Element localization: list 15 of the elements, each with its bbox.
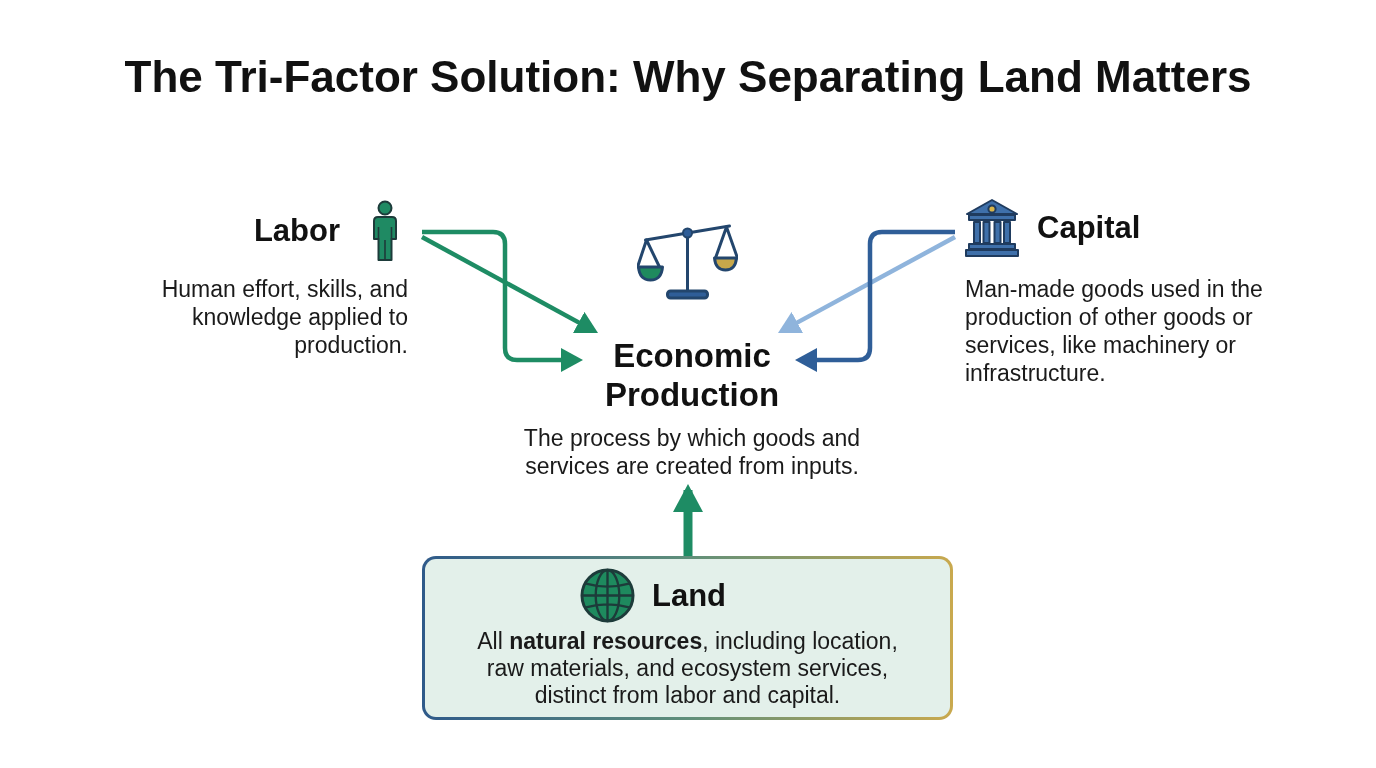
arrow [778,235,957,334]
heading: Labor [253,213,340,249]
arrow [422,229,583,372]
title: The Tri-Factor Solution: Why Separating Land Matters [123,51,1253,103]
heading: Economic Production [603,336,781,414]
heading: Capital [1037,210,1141,246]
description: Man-made goods used in the production of other goods or services, like machinery or infrastructure. [965,275,1264,387]
arrow [673,484,703,556]
info-card [422,556,953,720]
arrow [420,235,598,333]
heading: Land [652,577,727,614]
description: All natural resources, including location, raw materials, and ecosystem services, distinct from labor and capital. [476,628,899,709]
description: The process by which goods and services are created from inputs. [522,424,862,480]
arrow [795,229,955,372]
description: Human effort, skills, and knowledge applied to production. [160,275,408,359]
